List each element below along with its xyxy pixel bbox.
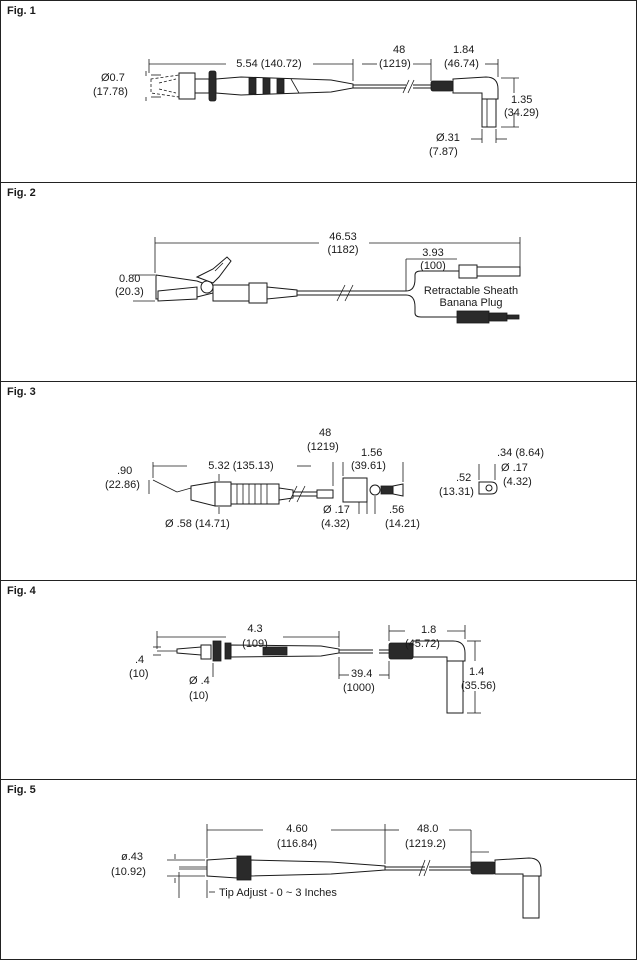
fig4-plug-height: 1.4 — [469, 666, 484, 678]
figure-4-panel: Fig. 4 4.3 (109 — [0, 580, 637, 780]
figure-4-drawing: 4.3 (109) .4 (10) Ø .4 (10) 39.4 (1000) … — [129, 623, 496, 714]
fig2-callout-retractable-sheath: Retractable Sheath — [424, 285, 518, 297]
fig1-diameter-in: Ø0.7 — [101, 72, 125, 84]
fig2-callout-banana-plug: Banana Plug — [440, 297, 503, 309]
fig1-cable-mm: (1219) — [379, 58, 411, 70]
fig2-total-length-mm: (1182) — [328, 244, 359, 256]
figure-2-label: Fig. 2 — [7, 187, 36, 199]
figure-1-drawing: 5.54 (140.72) Ø0.7 (17.78) 48 (1219) 1.8… — [93, 44, 539, 158]
figure-3-drawing: 5.32 (135.13) 48 (1219) 1.56 (39.61) .90… — [105, 427, 544, 530]
fig1-plug-height: 1.35 — [511, 94, 532, 106]
fig5-length-mm: (116.84) — [277, 838, 317, 850]
fig4-plug-height-mm: (35.56) — [461, 680, 496, 692]
fig4-tip-length-mm: (10) — [129, 668, 149, 680]
fig4-tip-length: .4 — [135, 654, 144, 666]
fig3-hook-height: .90 — [117, 465, 132, 477]
fig5-cable-length-mm: (1219.2) — [405, 838, 446, 850]
fig3-pin-diameter-mm: (4.32) — [321, 518, 350, 530]
fig5-diameter-mm: (10.92) — [111, 866, 146, 878]
figure-5-label: Fig. 5 — [7, 784, 36, 796]
fig4-plug-length: 1.8 — [421, 624, 436, 636]
fig2-split-length-mm: (100) — [420, 260, 446, 272]
figure-5-drawing: 4.60 (116.84) 48.0 (1219.2) ø.43 (10.92)… — [111, 823, 542, 919]
figure-1-label: Fig. 1 — [7, 5, 36, 17]
fig2-split-length: 3.93 — [422, 247, 443, 259]
fig4-length: 4.3 — [247, 623, 262, 635]
fig3-cable-mm: (1219) — [307, 441, 339, 453]
fig4-plug-length-mm: (45.72) — [405, 638, 440, 650]
fig3-plug-length-mm: (39.61) — [351, 460, 386, 472]
fig1-cable-in: 48 — [393, 44, 405, 56]
fig4-diameter: Ø .4 — [189, 675, 210, 687]
fig3-end-height: .52 — [456, 472, 471, 484]
fig4-cable-length: 39.4 — [351, 668, 372, 680]
fig5-tip-adjust: Tip Adjust - 0 ~ 3 Inches — [219, 887, 337, 899]
fig2-jaw-opening: 0.80 — [119, 273, 140, 285]
fig4-diameter-mm: (10) — [189, 690, 209, 702]
figure-2-panel: Fig. 2 46.53 (1182) — [0, 182, 637, 382]
fig3-end-width: .34 (8.64) — [497, 447, 544, 459]
fig5-cable-length: 48.0 — [417, 823, 438, 835]
fig1-plug-length: 1.84 — [453, 44, 474, 56]
figure-4-label: Fig. 4 — [7, 585, 36, 597]
fig3-end-height-mm: (13.31) — [439, 486, 474, 498]
fig3-end-diameter-mm: (4.32) — [503, 476, 532, 488]
fig3-plug-length: 1.56 — [361, 447, 382, 459]
figure-1-panel: Fig. 1 — [0, 0, 637, 183]
figure-3-panel: Fig. 3 — [0, 381, 637, 581]
figure-5-panel: Fig. 5 4.60 (116.84) — [0, 779, 637, 960]
fig1-length-label: 5.54 (140.72) — [236, 58, 301, 70]
fig3-handle-diameter: Ø .58 (14.71) — [165, 518, 230, 530]
fig3-length-label: 5.32 (135.13) — [208, 460, 273, 472]
fig2-total-length: 46.53 — [329, 231, 357, 243]
fig1-diameter-mm: (17.78) — [93, 86, 128, 98]
fig1-plug-diameter: Ø.31 — [436, 132, 460, 144]
fig3-cable-in: 48 — [319, 427, 331, 439]
fig1-plug-diameter-mm: (7.87) — [429, 146, 458, 158]
fig3-hook-height-mm: (22.86) — [105, 479, 140, 491]
fig4-length-mm: (109) — [242, 638, 268, 650]
fig4-cable-length-mm: (1000) — [343, 682, 375, 694]
fig3-pin-offset-mm: (14.21) — [385, 518, 420, 530]
fig5-diameter: ø.43 — [121, 851, 143, 863]
fig3-end-diameter: Ø .17 — [501, 462, 528, 474]
figure-3-label: Fig. 3 — [7, 386, 36, 398]
fig3-pin-diameter: Ø .17 — [323, 504, 350, 516]
fig1-plug-length-mm: (46.74) — [444, 58, 479, 70]
fig1-plug-height-mm: (34.29) — [504, 107, 539, 119]
fig3-pin-offset: .56 — [389, 504, 404, 516]
fig2-jaw-opening-mm: (20.3) — [115, 286, 144, 298]
figure-2-drawing: 46.53 (1182) — [115, 231, 521, 324]
fig5-length: 4.60 — [286, 823, 307, 835]
